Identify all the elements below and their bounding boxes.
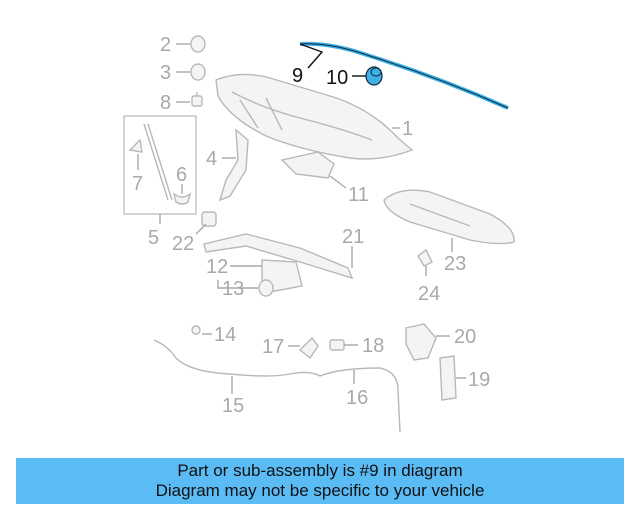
- part-4-hinge: [218, 128, 249, 202]
- callout-21: 21: [342, 226, 364, 248]
- callout-12: 12: [206, 256, 228, 278]
- caption-line-2: Diagram may not be specific to your vehi…: [155, 481, 485, 500]
- callout-18: 18: [362, 335, 384, 357]
- part-20-bracket: [405, 323, 437, 361]
- leader-13: [217, 280, 258, 289]
- leader-11: [329, 175, 347, 189]
- caption-line-1: Part or sub-assembly is #9 in diagram: [177, 461, 463, 480]
- part-21-support: [203, 233, 354, 280]
- part-22-bumper: [201, 211, 217, 227]
- part-17-handle: [298, 336, 319, 360]
- part-13-bolt: [258, 279, 274, 297]
- part-14-clip: [191, 325, 201, 335]
- callout-1: 1: [402, 118, 413, 140]
- part-23-insulator: [383, 189, 515, 245]
- callout-5: 5: [148, 227, 159, 249]
- part-8-stud: [191, 92, 203, 107]
- part-11-latch: [280, 151, 335, 179]
- callout-15: 15: [222, 395, 244, 417]
- callout-3: 3: [160, 62, 171, 84]
- part-3-bumper: [190, 63, 206, 81]
- part-18-bolt: [329, 339, 345, 351]
- callout-19: 19: [468, 369, 490, 391]
- callout-2: 2: [160, 34, 171, 56]
- callout-6: 6: [176, 164, 187, 186]
- caption-bar: Part or sub-assembly is #9 in diagram Di…: [16, 458, 624, 504]
- callout-24: 24: [418, 283, 440, 305]
- callout-22: 22: [172, 233, 194, 255]
- callout-9: 9: [292, 65, 303, 87]
- callout-16: 16: [346, 387, 368, 409]
- callout-11: 11: [348, 184, 369, 206]
- leader-22: [195, 223, 207, 235]
- callout-14: 14: [214, 324, 236, 346]
- part-10-clip[interactable]: [365, 66, 383, 86]
- callout-17: 17: [262, 336, 284, 358]
- leader-9: [299, 43, 324, 69]
- callout-8: 8: [160, 92, 171, 114]
- part-19-bracket: [439, 355, 457, 401]
- part-9-weatherstrip[interactable]: [299, 41, 509, 110]
- part-2-bumper: [190, 35, 206, 53]
- callout-7: 7: [132, 173, 143, 195]
- part-15-16-cables: [153, 339, 401, 433]
- callout-4: 4: [206, 148, 217, 170]
- part-24-clip: [417, 248, 433, 267]
- part-1-hood: [215, 73, 414, 160]
- callout-20: 20: [454, 326, 476, 348]
- callout-23: 23: [444, 253, 466, 275]
- callout-10: 10: [326, 67, 348, 89]
- callout-13: 13: [222, 278, 244, 300]
